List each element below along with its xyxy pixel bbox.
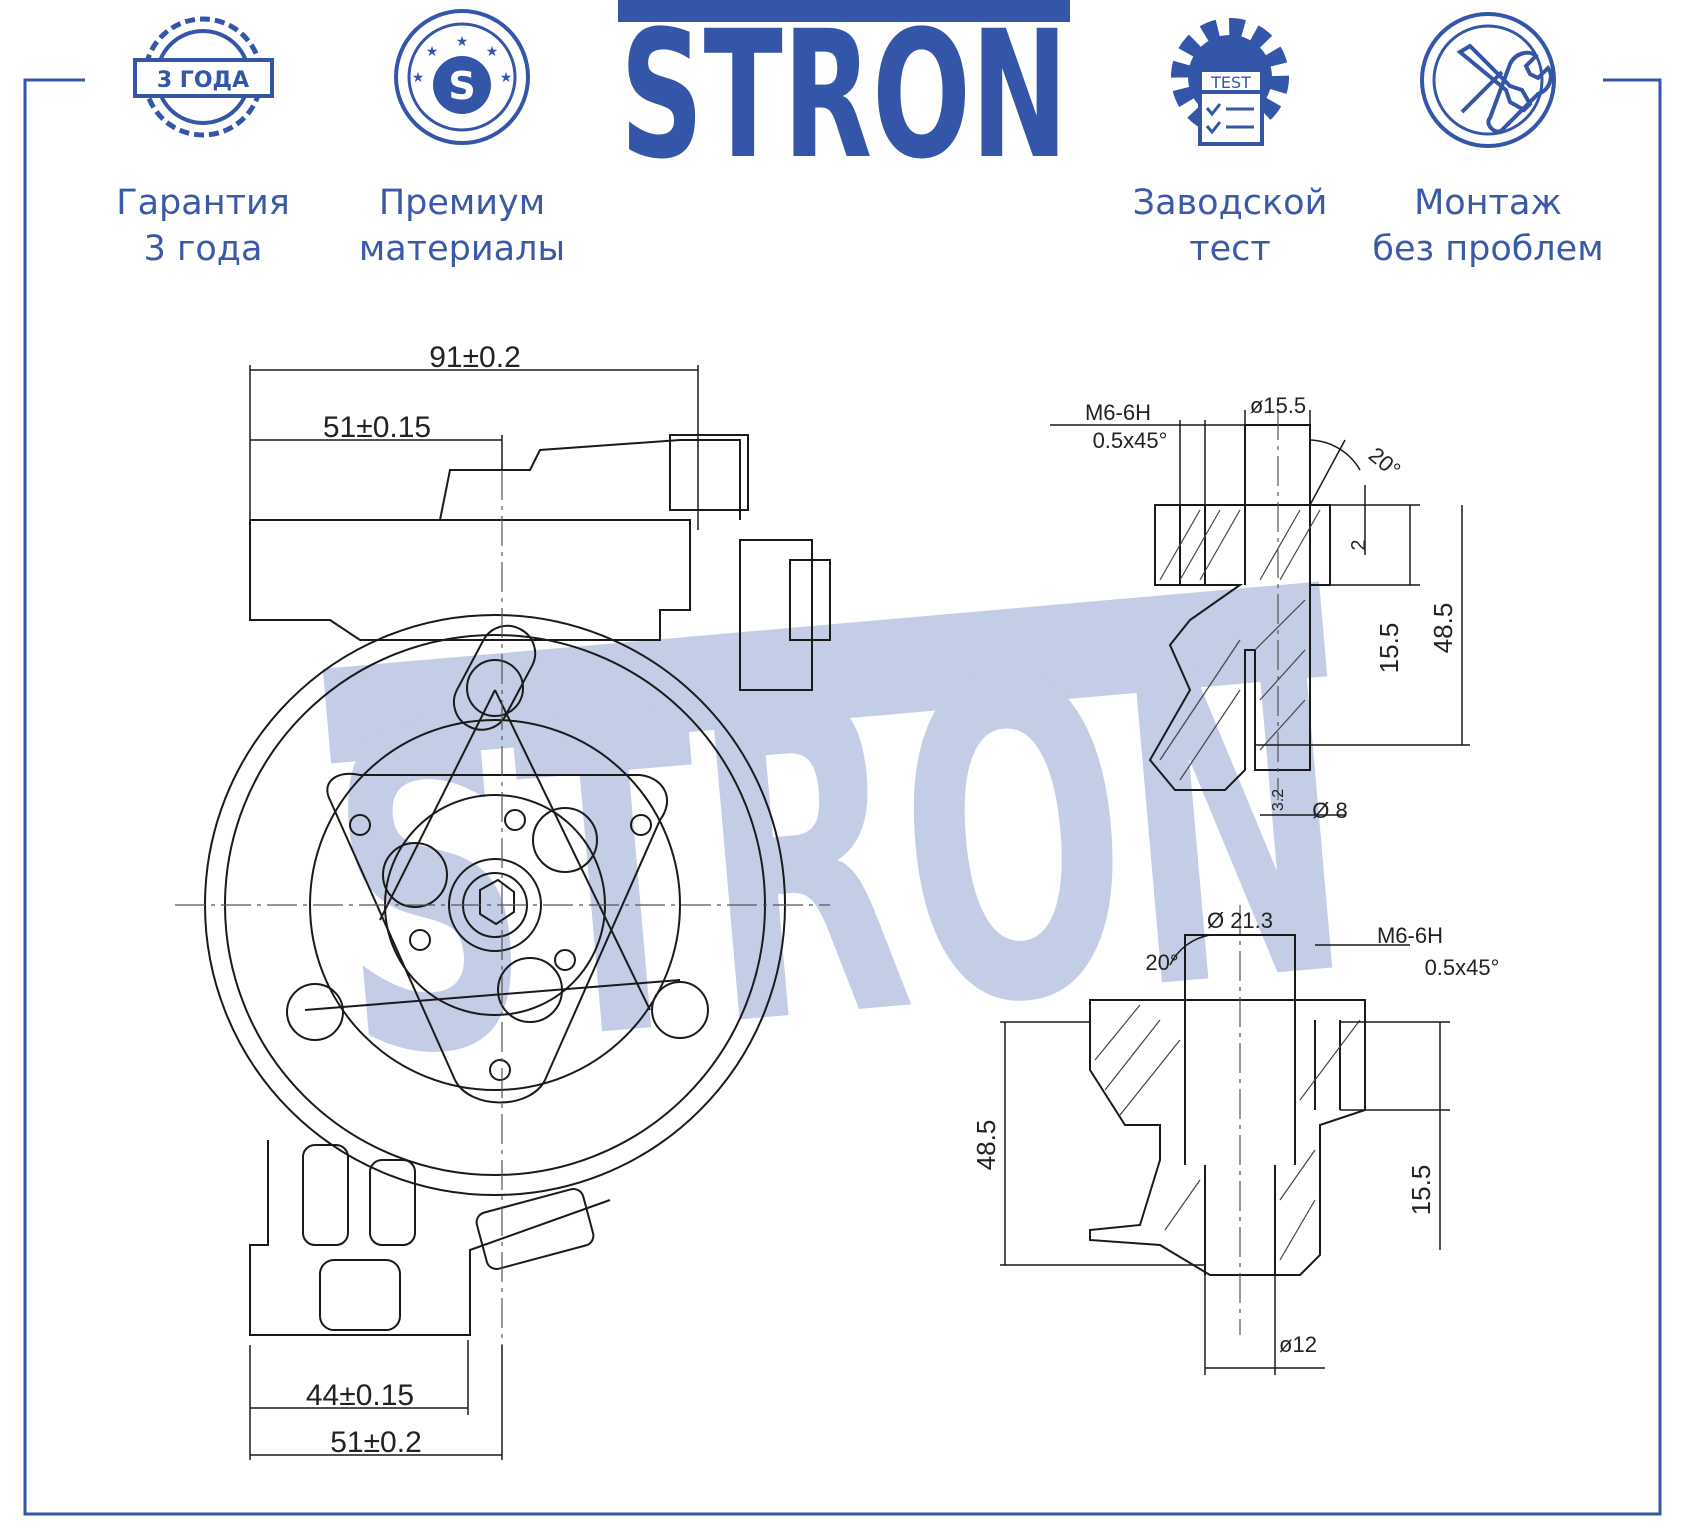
- dim-lower-bore: ø12: [1279, 1332, 1317, 1357]
- brand-logo: STRON: [618, 0, 1070, 160]
- lower-port-section: [1089, 934, 1366, 1276]
- dim-upper-thread: M6-6H: [1085, 400, 1151, 425]
- svg-text:★: ★: [486, 44, 499, 60]
- dim-upper-bore: Ø 8: [1312, 798, 1347, 823]
- feature-warranty-line2: 3 года: [143, 229, 263, 269]
- feature-warranty-line1: Гарантия: [116, 183, 290, 223]
- test-badge-text: TEST: [1210, 73, 1251, 92]
- dim-lower-chamfer: 0.5x45°: [1425, 955, 1500, 980]
- dim-lower-diameter: Ø 21.3: [1207, 908, 1273, 933]
- feature-mounting: Монтаж без проблем: [1348, 180, 1628, 272]
- feature-premium-line1: Премиум: [378, 183, 546, 223]
- factory-test-gear-icon: TEST: [1171, 18, 1289, 146]
- feature-premium: Премиум материалы: [342, 180, 582, 272]
- feature-premium-line2: материалы: [358, 229, 566, 269]
- dim-upper-angle: 20°: [1364, 442, 1406, 483]
- warranty-seal-icon: 3 ГОДА: [133, 16, 274, 138]
- svg-text:★: ★: [426, 44, 439, 60]
- dim-bottom-outer: 51±0.2: [330, 1426, 422, 1459]
- feature-test-line1: Заводской: [1132, 183, 1328, 223]
- dim-bottom-inner: 44±0.15: [306, 1379, 414, 1412]
- dim-lower-height: 48.5: [971, 1120, 1001, 1171]
- dim-upper-chamfer: 0.5x45°: [1093, 428, 1168, 453]
- warranty-badge-text: 3 ГОДА: [157, 68, 249, 93]
- brand-logo-text: STRON: [620, 0, 1068, 160]
- tools-wrench-screwdriver-icon: [1420, 12, 1556, 148]
- dim-lower-angle: 20°: [1145, 950, 1178, 975]
- dim-top-offset: 51±0.15: [323, 411, 431, 444]
- feature-test: Заводской тест: [1110, 180, 1350, 272]
- feature-test-line2: тест: [1189, 229, 1271, 269]
- upper-port-section: [1148, 424, 1331, 791]
- svg-text:★: ★: [456, 34, 469, 50]
- svg-text:★: ★: [412, 70, 425, 86]
- feature-mounting-line2: без проблем: [1372, 229, 1604, 269]
- premium-badge-text: S: [448, 64, 475, 108]
- dim-lower-depth: 15.5: [1406, 1165, 1436, 1216]
- dim-width-total: 91±0.2: [429, 341, 521, 374]
- feature-warranty: Гарантия 3 года: [103, 180, 303, 272]
- dim-upper-step: 2: [1348, 539, 1370, 550]
- dim-upper-diameter: ø15.5: [1250, 393, 1306, 418]
- feature-mounting-line1: Монтаж: [1414, 183, 1562, 223]
- dim-lower-thread: M6-6H: [1377, 923, 1443, 948]
- svg-text:★: ★: [500, 70, 513, 86]
- premium-s-icon: S ★ ★ ★ ★ ★: [394, 9, 530, 145]
- dim-upper-depth: 15.5: [1374, 623, 1404, 674]
- dim-upper-height: 48.5: [1428, 603, 1458, 654]
- dim-upper-roughness: 3.2: [1270, 789, 1287, 811]
- watermark-text: STRON: [314, 559, 1365, 1157]
- watermark: STRON: [314, 559, 1365, 1157]
